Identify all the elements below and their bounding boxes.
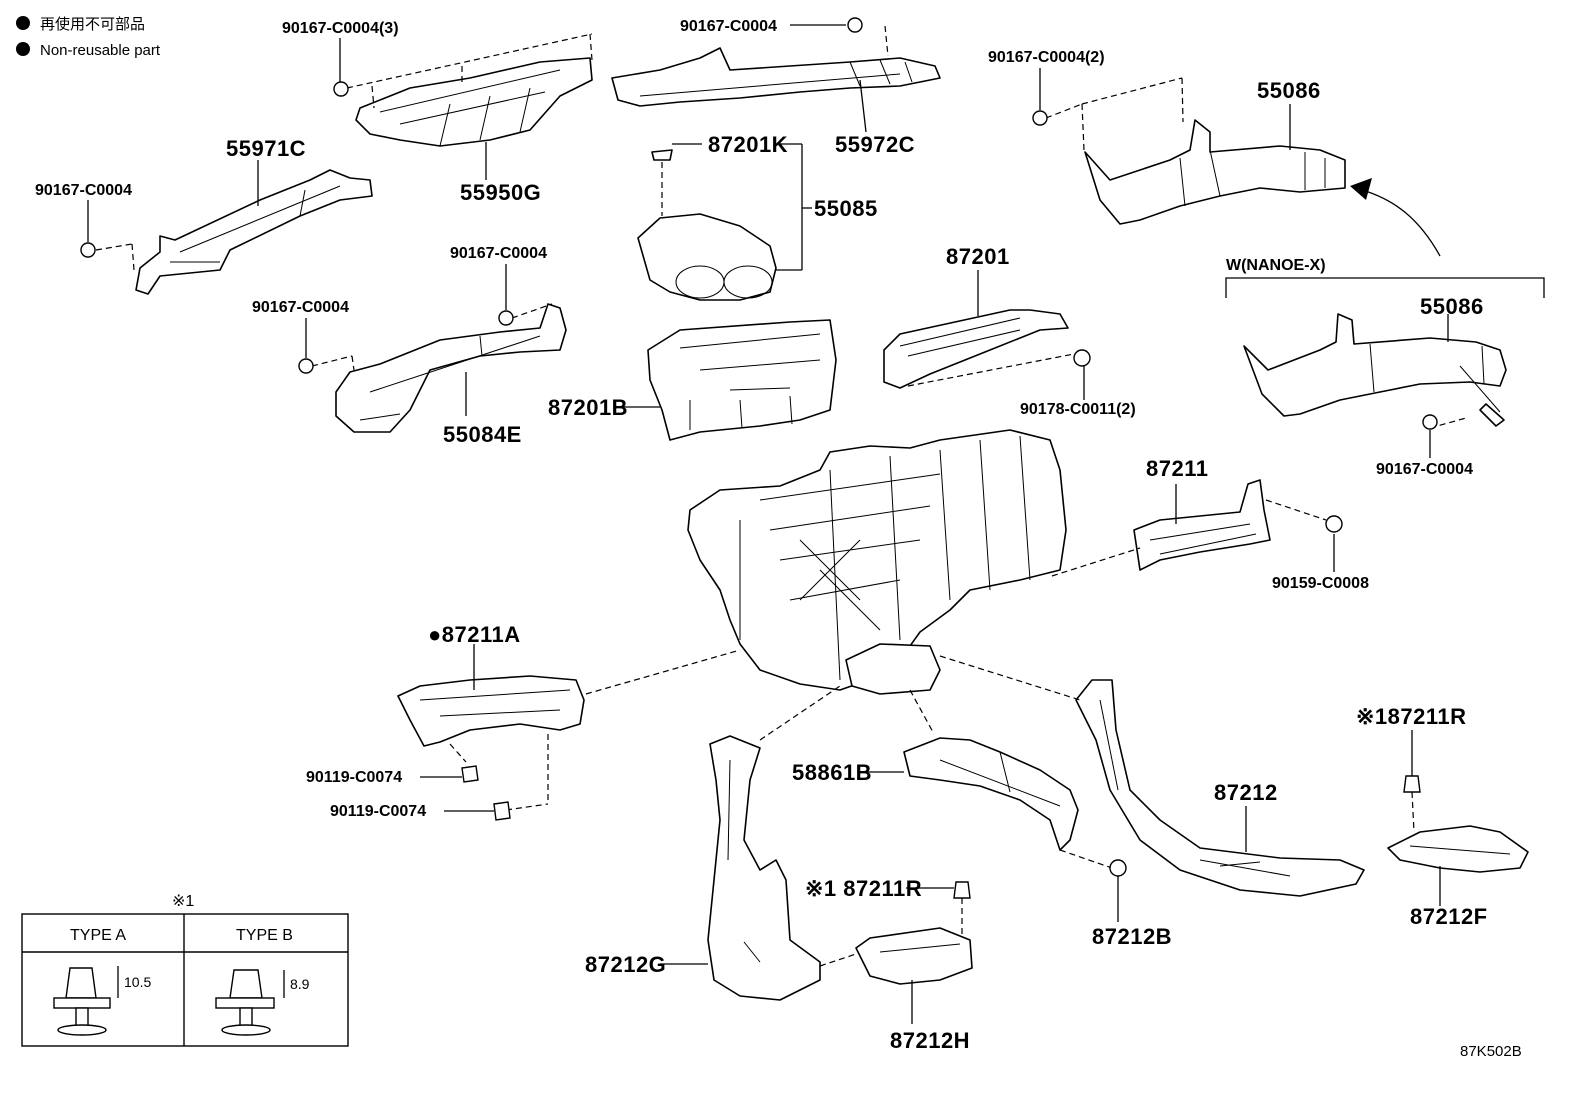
arrow-curve [1354, 187, 1441, 257]
label-90119-c0074-a: 90119-C0074 [306, 769, 402, 786]
type-b-clip [215, 969, 285, 1036]
label-90167-c0004-3: 90167-C0004(3) [282, 20, 399, 37]
part-87201 [883, 270, 1091, 400]
type-b-header: TYPE B [236, 927, 293, 944]
part-87201b [615, 319, 837, 441]
label-55086-lower: 55086 [1420, 294, 1484, 319]
label-90167-c0004-mid1: 90167-C0004 [252, 299, 349, 316]
part-hvac-unit [687, 429, 1067, 695]
part-55084e [298, 264, 567, 433]
figure-code: 87K502B [1460, 1043, 1522, 1060]
label-87212h: 87212H [890, 1028, 970, 1053]
part-55972c [611, 17, 941, 133]
label-58861b: 58861B [792, 760, 872, 785]
part-87211a [397, 644, 741, 811]
type-table: ※1 TYPE A TYPE B 10.5 8.9 [21, 893, 349, 1047]
label-55971c: 55971C [226, 136, 306, 161]
label-90119-c0074-b: 90119-C0074 [330, 803, 426, 820]
bolt-90119-a [420, 765, 479, 783]
type-table-note: ※1 [172, 893, 194, 910]
label-87212f: 87212F [1410, 904, 1488, 929]
part-55085 [637, 143, 812, 301]
label-nanoe-x: W(NANOE-X) [1226, 257, 1326, 274]
label-87211r-mid: ※1 87211R [805, 876, 922, 901]
label-87211r-right: ※187211R [1356, 704, 1467, 729]
type-b-dim: 8.9 [290, 976, 310, 992]
part-87212 [939, 655, 1365, 897]
label-87212g: 87212G [585, 952, 666, 977]
part-87212b [1109, 859, 1127, 922]
part-55950g [333, 33, 593, 180]
label-90167-c0004-top: 90167-C0004 [680, 18, 777, 35]
part-55086-upper [1032, 68, 1346, 225]
bolt-90119-b [444, 801, 511, 821]
part-87212g [660, 685, 857, 1001]
label-90167-c0004-mid2: 90167-C0004 [450, 245, 547, 262]
label-87212b: 87212B [1092, 924, 1172, 949]
part-55971c [80, 160, 373, 295]
legend-dot-2 [16, 42, 30, 56]
label-90178-c0011: 90178-C0011(2) [1020, 401, 1136, 418]
label-90167-c0004-left: 90167-C0004 [35, 182, 132, 199]
label-55950g: 55950G [460, 180, 541, 205]
nanoe-variant [1225, 277, 1545, 458]
part-87212f [1387, 730, 1529, 906]
part-58861b [862, 689, 1113, 869]
label-90159-c0008: 90159-C0008 [1272, 575, 1369, 592]
legend-dot-1 [16, 16, 30, 30]
label-87201k: 87201K [708, 132, 788, 157]
type-a-header: TYPE A [70, 927, 126, 944]
part-87212h [855, 881, 973, 1024]
label-55086-upper: 55086 [1257, 78, 1321, 103]
label-87211: 87211 [1146, 456, 1208, 481]
legend-jp-label: 再使用不可部品 [40, 16, 145, 33]
label-90167-c0004-right: 90167-C0004 [1376, 461, 1473, 478]
type-a-clip [53, 966, 119, 1036]
part-87211 [1051, 479, 1343, 577]
clip-87201k [651, 149, 673, 161]
label-87201b: 87201B [548, 395, 628, 420]
label-55084e: 55084E [443, 422, 522, 447]
legend: 再使用不可部品 Non-reusable part [16, 16, 161, 59]
arrow-head [1350, 178, 1372, 200]
label-87201: 87201 [946, 244, 1010, 269]
label-87211a: ●87211A [428, 622, 521, 647]
label-87212: 87212 [1214, 780, 1278, 805]
label-55085: 55085 [814, 196, 878, 221]
label-55972c: 55972C [835, 132, 915, 157]
legend-en-label: Non-reusable part [40, 42, 161, 59]
type-a-dim: 10.5 [124, 974, 151, 990]
label-90167-c0004-2: 90167-C0004(2) [988, 49, 1105, 66]
